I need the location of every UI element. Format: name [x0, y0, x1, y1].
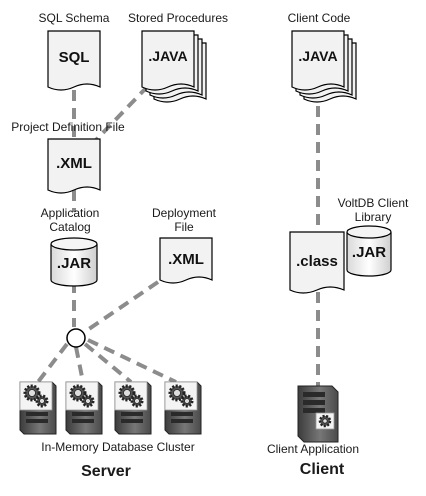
connector-procedures-to-project	[94, 84, 150, 142]
server-section-title: Server	[81, 463, 131, 480]
procedures-java-file-label: .JAVA	[148, 48, 187, 64]
application-catalog-label-line2: Catalog	[49, 220, 90, 234]
client-section-title: Client	[300, 461, 345, 478]
client-class-document[interactable]: .class	[289, 231, 345, 294]
voltdb-client-library-label-line2: Library	[355, 210, 392, 224]
connector-hub-to-node-4	[87, 338, 177, 384]
deployment-file-label-line1: Deployment	[152, 206, 217, 220]
voltdb-client-library-jar[interactable]: .JAR	[346, 225, 392, 277]
database-cluster	[19, 381, 202, 435]
distribution-hub	[66, 328, 86, 348]
connector-hub-to-node-2	[74, 346, 85, 383]
project-definition-file-label: Project Definition File	[11, 120, 125, 134]
catalog-jar-file-label: .JAR	[57, 255, 91, 272]
sql-schema-document[interactable]: SQL	[47, 30, 101, 91]
server-icon	[297, 385, 339, 443]
gear-icon	[168, 384, 194, 408]
client-java-file-label: .JAVA	[298, 48, 337, 64]
client-application-server[interactable]	[297, 385, 339, 443]
gear-icon	[118, 384, 144, 408]
deployment-document[interactable]: .XML	[159, 237, 213, 284]
deployment-xml-file-label: .XML	[168, 251, 204, 268]
client-library-jar-file-label: .JAR	[352, 244, 386, 261]
sql-file-label: SQL	[59, 49, 90, 66]
connector-hub-to-node-1	[36, 342, 69, 384]
cluster-node-3[interactable]	[114, 381, 152, 435]
in-memory-cluster-label: In-Memory Database Cluster	[41, 440, 194, 454]
cluster-node-1[interactable]	[19, 381, 57, 435]
cluster-node-2[interactable]	[65, 381, 103, 435]
stored-procedures-label: Stored Procedures	[128, 11, 228, 25]
connector-hub-to-node-3	[83, 342, 133, 384]
cluster-node-4[interactable]	[164, 381, 202, 435]
connectors	[36, 84, 320, 386]
application-catalog-label-line1: Application	[41, 206, 100, 220]
stored-procedures-stack[interactable]: .JAVA	[141, 30, 207, 103]
deployment-file-label-line2: File	[174, 220, 194, 234]
client-code-stack[interactable]: .JAVA	[291, 30, 357, 103]
gear-icon	[23, 384, 49, 408]
project-definition-document[interactable]: .XML	[47, 138, 101, 194]
project-xml-file-label: .XML	[56, 155, 92, 172]
client-class-file-label: .class	[296, 253, 338, 270]
client-application-label: Client Application	[267, 442, 359, 456]
gear-icon	[69, 384, 95, 408]
client-code-label: Client Code	[288, 11, 351, 25]
voltdb-client-library-label-line1: VoltDB Client	[338, 196, 409, 210]
application-catalog-jar[interactable]: .JAR	[50, 237, 98, 287]
gear-icon	[318, 414, 332, 428]
sql-schema-label: SQL Schema	[39, 11, 110, 25]
connector-deployment-to-hub	[84, 280, 160, 333]
